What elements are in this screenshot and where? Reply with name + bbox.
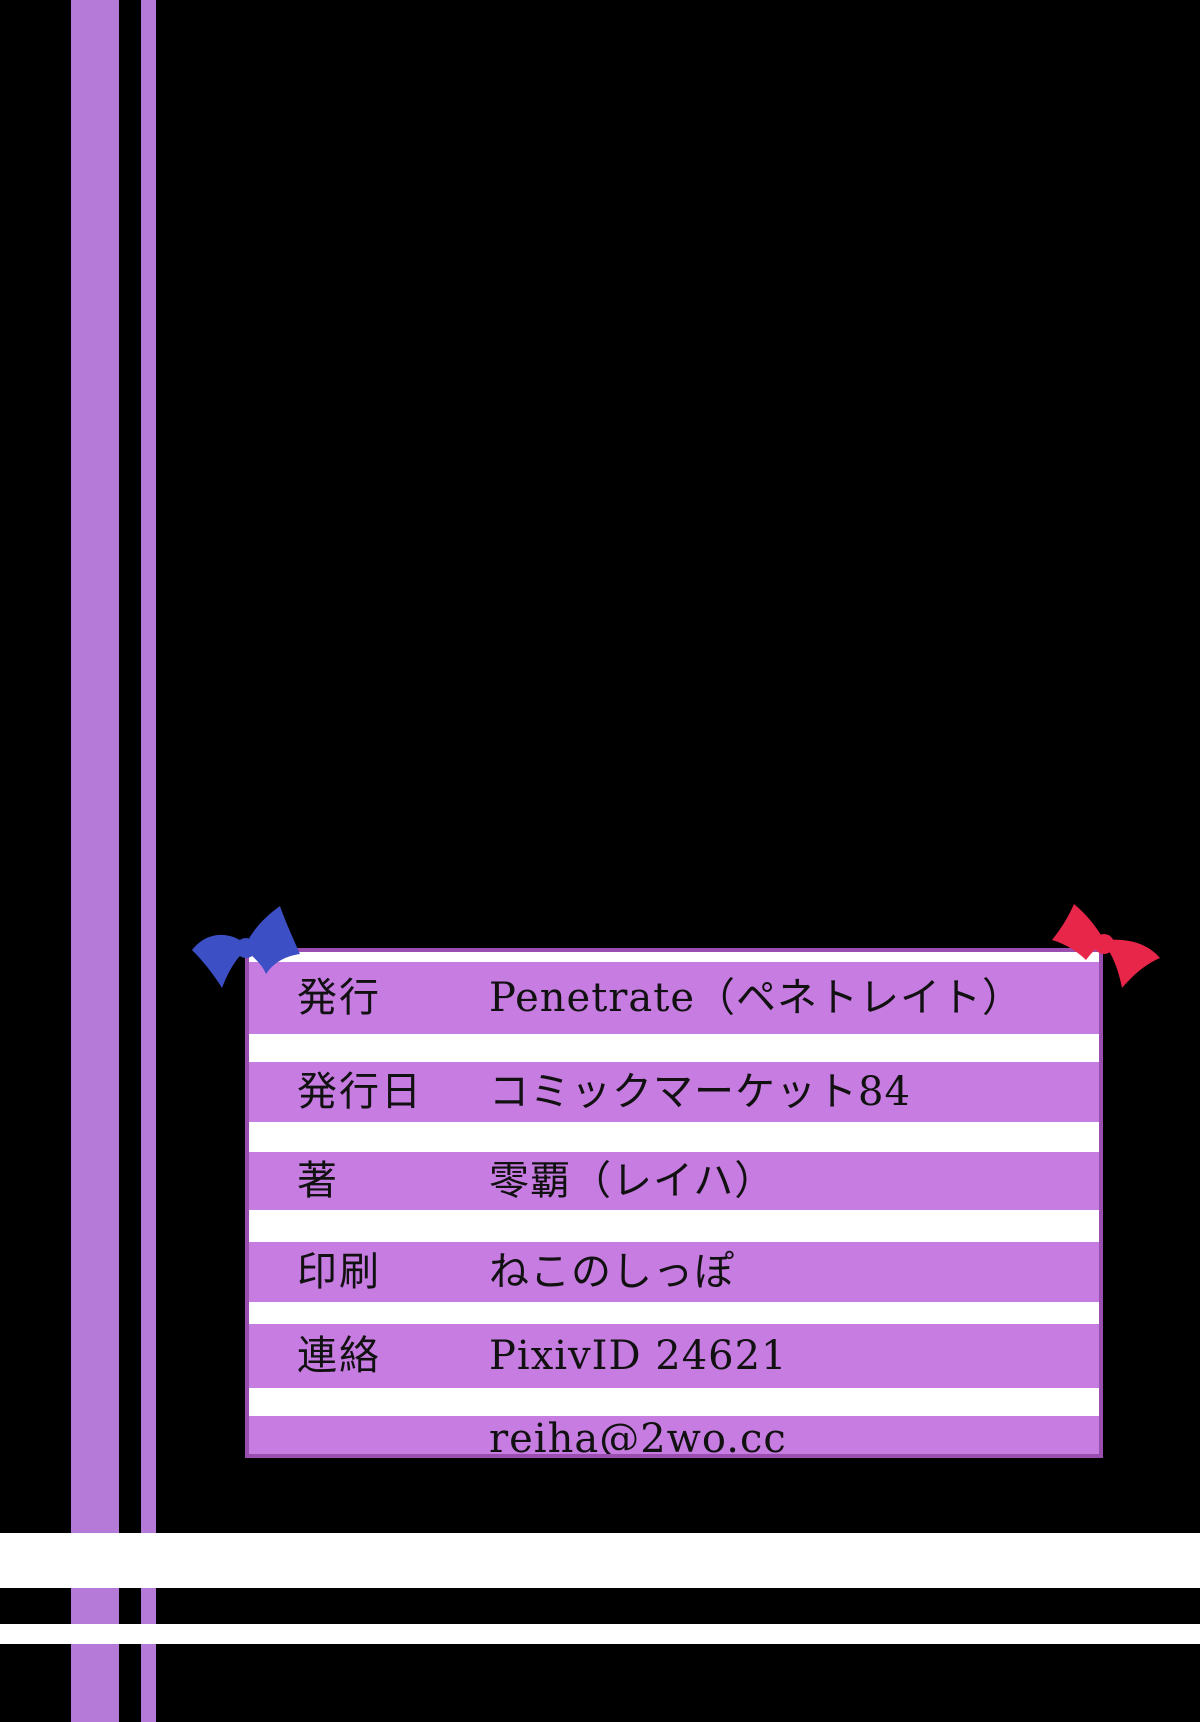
- colophon-panel: 発行 Penetrate（ペネトレイト） 発行日 コミックマーケット84 著 零…: [245, 948, 1103, 1458]
- colophon-row-author: 著 零覇（レイハ）: [249, 1152, 1099, 1210]
- row-label: 著: [297, 1158, 339, 1204]
- colophon-row-contact: 連絡 PixivID 24621: [249, 1324, 1099, 1388]
- row-label: 印刷: [297, 1249, 381, 1295]
- colophon-row-email: reiha@2wo.cc: [249, 1416, 1099, 1458]
- row-value: PixivID 24621: [489, 1333, 788, 1379]
- colophon-row-publisher: 発行 Penetrate（ペネトレイト）: [249, 962, 1099, 1034]
- row-label: 発行: [297, 975, 381, 1021]
- vertical-stripe-thin: [141, 0, 156, 1722]
- row-label: 連絡: [297, 1333, 381, 1379]
- row-value: コミックマーケット84: [489, 1069, 911, 1115]
- colophon-row-printer: 印刷 ねこのしっぽ: [249, 1242, 1099, 1302]
- horizontal-band-thin: [0, 1624, 1200, 1644]
- colophon-row-publish-date: 発行日 コミックマーケット84: [249, 1062, 1099, 1122]
- contact-email: reiha@2wo.cc: [489, 1416, 787, 1458]
- ribbon-bow-icon: [192, 906, 300, 988]
- row-value: Penetrate（ペネトレイト）: [489, 975, 1024, 1021]
- row-value: ねこのしっぽ: [489, 1249, 735, 1295]
- row-label: 発行日: [297, 1069, 423, 1115]
- horizontal-band-wide: [0, 1533, 1200, 1588]
- vertical-stripe-wide: [71, 0, 119, 1722]
- row-value: 零覇（レイハ）: [489, 1158, 776, 1204]
- ribbon-bow-icon: [1052, 904, 1160, 988]
